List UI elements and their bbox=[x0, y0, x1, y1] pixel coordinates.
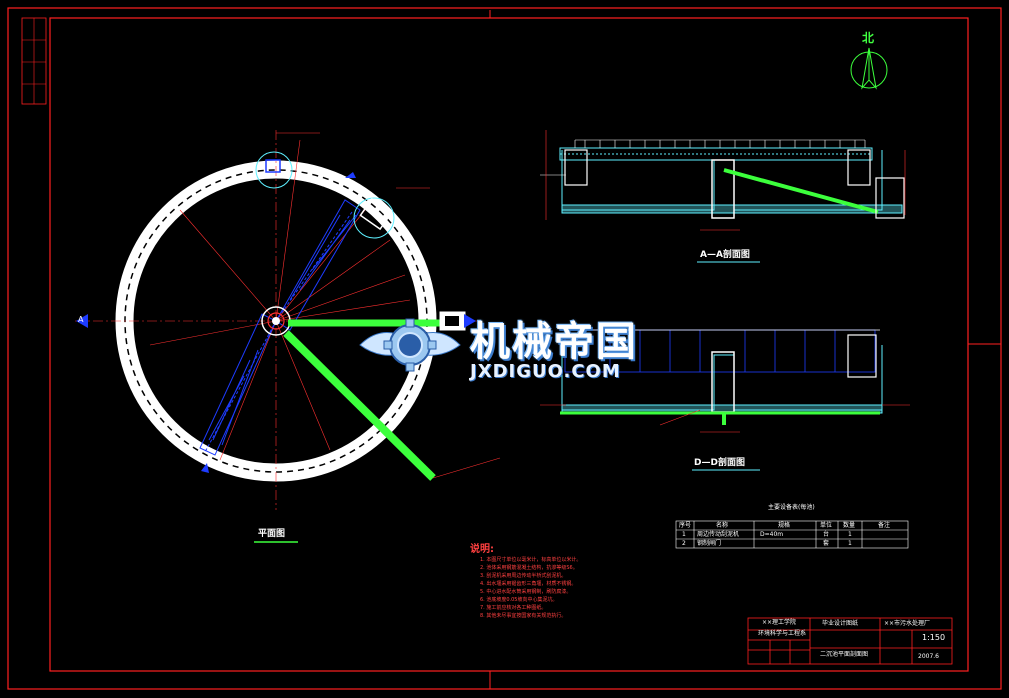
watermark-logo bbox=[359, 318, 461, 372]
note-line: 3. 刮泥机采用周边传动半桥式刮泥机。 bbox=[480, 573, 567, 579]
table-header: 单位 bbox=[820, 522, 833, 529]
note-line: 5. 中心进水配水筒采用钢制，刷防腐漆。 bbox=[480, 589, 572, 595]
section-bb-label: D—D剖面图 bbox=[694, 458, 745, 468]
title-date: 2007.6 bbox=[918, 653, 939, 660]
north-arrow bbox=[850, 47, 888, 90]
table-cell: 1 bbox=[848, 540, 852, 547]
table-cell: 套 bbox=[823, 540, 830, 547]
note-line: 2. 池体采用钢筋混凝土结构，抗渗等级S6。 bbox=[480, 565, 578, 571]
scraper-bridge bbox=[199, 199, 361, 456]
clarifier-plan bbox=[75, 130, 501, 510]
equipment-table-title: 主要设备表(每池) bbox=[768, 504, 815, 511]
detail-bubble-ne bbox=[353, 197, 395, 239]
table-header: 规格 bbox=[778, 522, 791, 529]
table-cell: D=40m bbox=[760, 531, 784, 538]
title-scale: 1:150 bbox=[922, 633, 946, 642]
table-header: 名称 bbox=[716, 522, 729, 529]
note-line: 6. 池底坡度0.05坡向中心集泥坑。 bbox=[480, 597, 558, 603]
section-aa bbox=[540, 130, 906, 263]
title-project: 毕业设计图纸 bbox=[822, 620, 859, 627]
title-client: ××市污水处理厂 bbox=[884, 620, 931, 627]
section-aa-label: A—A剖面图 bbox=[700, 250, 750, 260]
pipes bbox=[283, 319, 440, 481]
table-cell: 周边传动刮泥机 bbox=[697, 531, 740, 538]
title-dept: 环境科学与工程系 bbox=[758, 630, 807, 637]
watermark-cn: 机械帝国 bbox=[470, 319, 638, 365]
plan-view-label: 平面图 bbox=[258, 529, 286, 539]
equipment-table-grid bbox=[675, 520, 909, 549]
detail-bubble-top bbox=[255, 151, 293, 189]
table-cell: 2 bbox=[682, 540, 686, 547]
table-header: 备注 bbox=[878, 522, 891, 529]
watermark-en: JXDIGUO.COM bbox=[470, 361, 621, 382]
table-cell: 1 bbox=[848, 531, 852, 538]
title-school: ××理工学院 bbox=[762, 619, 797, 626]
outer-border bbox=[7, 7, 1002, 690]
title-block-grid bbox=[747, 617, 953, 665]
table-header: 序号 bbox=[679, 522, 692, 529]
table-cell: 台 bbox=[823, 531, 830, 538]
table-header: 数量 bbox=[843, 522, 856, 529]
note-line: 8. 其他未尽事宜按国家有关规范执行。 bbox=[480, 613, 567, 619]
title-drawing: 二沉池平面剖面图 bbox=[820, 651, 869, 658]
axis-marker-a: A bbox=[78, 315, 84, 324]
note-line: 1. 本图尺寸单位以毫米计，标高单位以米计。 bbox=[480, 557, 582, 563]
notes-title: 说明: bbox=[470, 544, 494, 555]
table-cell: 钢制闸门 bbox=[697, 540, 722, 547]
section-bb bbox=[540, 329, 910, 471]
table-cell: 1 bbox=[682, 531, 686, 538]
note-line: 7. 施工前应核对各工种图纸。 bbox=[480, 605, 547, 611]
note-line: 4. 出水堰采用锯齿形三角堰，材质不锈钢。 bbox=[480, 581, 577, 587]
north-label: 北 bbox=[862, 31, 875, 45]
